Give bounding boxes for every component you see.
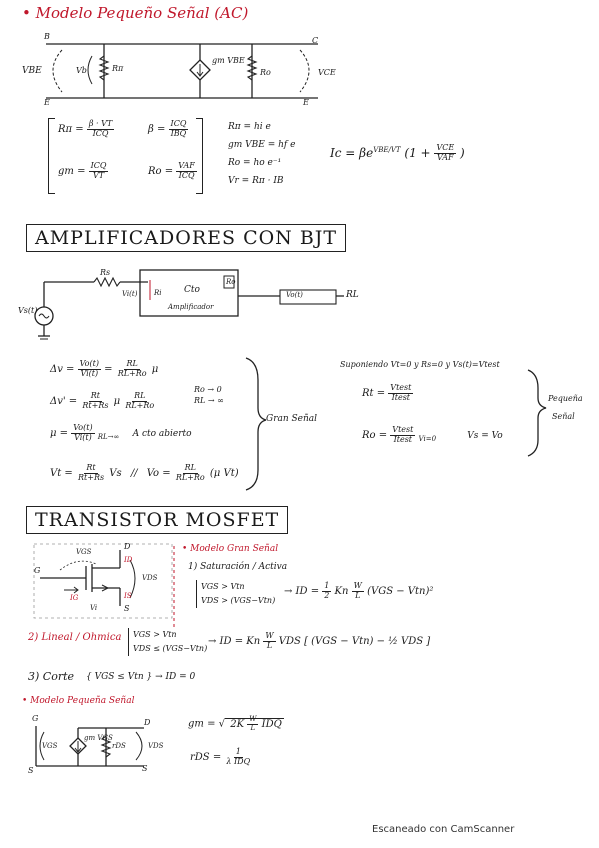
saturation-title: 1) Saturación / Activa xyxy=(188,562,288,572)
section-title-mosfet: TRANSISTOR MOSFET xyxy=(26,506,289,534)
ps-source-gm-label: gm VGS xyxy=(84,734,113,742)
node-b-label: B xyxy=(44,32,50,41)
ps-drain-label: D xyxy=(144,718,151,727)
cutoff-condition: { VGS ≤ Vtn } → ID = 0 xyxy=(86,672,196,682)
amplifier-circuit xyxy=(34,269,344,340)
vds-label: VDS xyxy=(142,574,158,582)
gate-label: G xyxy=(34,566,41,575)
gran-senal-label: Gran Señal xyxy=(266,414,318,424)
vin-label: Vi(t) xyxy=(122,290,138,298)
source-label: Vs(t) xyxy=(18,306,38,315)
supposition-text: Suponiendo Vt=0 y Rs=0 y Vs(t)=Vtest xyxy=(340,360,500,369)
gran-senal-title: • Modelo Gran Señal xyxy=(182,544,279,554)
ps-source-label: S xyxy=(28,766,34,775)
hparam-hie: Rπ = hi e xyxy=(228,122,271,132)
amplifier-label: Amplificador xyxy=(168,303,214,311)
ig-label: IG xyxy=(70,594,79,602)
vout-label: Vo(t) xyxy=(286,291,303,299)
linear-title: 2) Lineal / Ohmica xyxy=(28,632,122,643)
hparam-hfe: gm VBE = hf e xyxy=(228,140,296,150)
saturation-conditions: VGS > Vtn VDS > (VGS−Vtn) xyxy=(196,580,275,608)
rl-label: RL xyxy=(346,290,359,300)
section-title-bjt-amplifiers: AMPLIFICADORES CON BJT xyxy=(26,224,347,252)
linear-conditions: VGS > Vtn VDS ≤ (VGS−Vtn) xyxy=(128,628,207,656)
hparam-vr: Vr = Rπ · IB xyxy=(228,176,284,186)
ri-label: Ri xyxy=(154,289,162,297)
node-c-label: C xyxy=(312,36,319,45)
drain-label: D xyxy=(124,542,131,551)
pequena-senal-title: • Modelo Pequeña Señal xyxy=(22,696,135,706)
vgs-label: VGS xyxy=(76,548,92,556)
mu-formula: μ = Vo(t)Vi(t) RL→∞ A cto abierto xyxy=(50,423,192,442)
mosfet-circuit xyxy=(33,543,175,630)
ps-vds-label: VDS xyxy=(148,742,164,750)
ps-vgs-label: VGS xyxy=(42,742,58,750)
vb-label: Vb xyxy=(76,66,87,75)
rpi-label: Rπ xyxy=(112,64,124,73)
params-right-bracket xyxy=(196,118,203,194)
is-label: IS xyxy=(124,592,132,600)
vce-label: VCE xyxy=(318,68,336,77)
scanner-footer: Escaneado con CamScanner xyxy=(372,824,515,835)
pequena-label: Pequeña xyxy=(548,394,583,403)
ps-rds-label: rDS xyxy=(112,742,126,750)
limit-rl: RL → ∞ xyxy=(194,396,224,405)
vbe-label: VBE xyxy=(22,66,42,76)
node-e-label: E xyxy=(44,98,50,107)
hparam-hoe: Ro = ho e⁻¹ xyxy=(228,158,282,168)
source-terminal-label: S xyxy=(124,604,130,613)
ro-label: Ro xyxy=(260,68,271,77)
ps-gate-label: G xyxy=(32,714,39,723)
cutoff-title: 3) Corte xyxy=(28,670,75,683)
current-source-label: gm VBE xyxy=(212,56,245,65)
ps-source2-label: S xyxy=(142,764,148,773)
senal-label: Señal xyxy=(552,412,575,421)
params-left-bracket xyxy=(48,118,55,194)
cb-label: Cto xyxy=(184,285,200,295)
node-e2-label: E xyxy=(303,98,309,107)
bjt-small-signal-circuit xyxy=(46,43,318,99)
section-title-small-signal-ac: • Modelo Pequeño Señal (AC) xyxy=(22,4,249,22)
limit-ro: Ro → 0 xyxy=(194,385,222,394)
gran-senal-brace xyxy=(245,357,547,491)
ro-box-label: Ro xyxy=(226,278,236,286)
vi-label: Vi xyxy=(90,604,98,612)
id-label: ID xyxy=(124,556,133,564)
rs-label: Rs xyxy=(100,268,111,277)
mosfet-small-signal-circuit xyxy=(35,726,144,767)
